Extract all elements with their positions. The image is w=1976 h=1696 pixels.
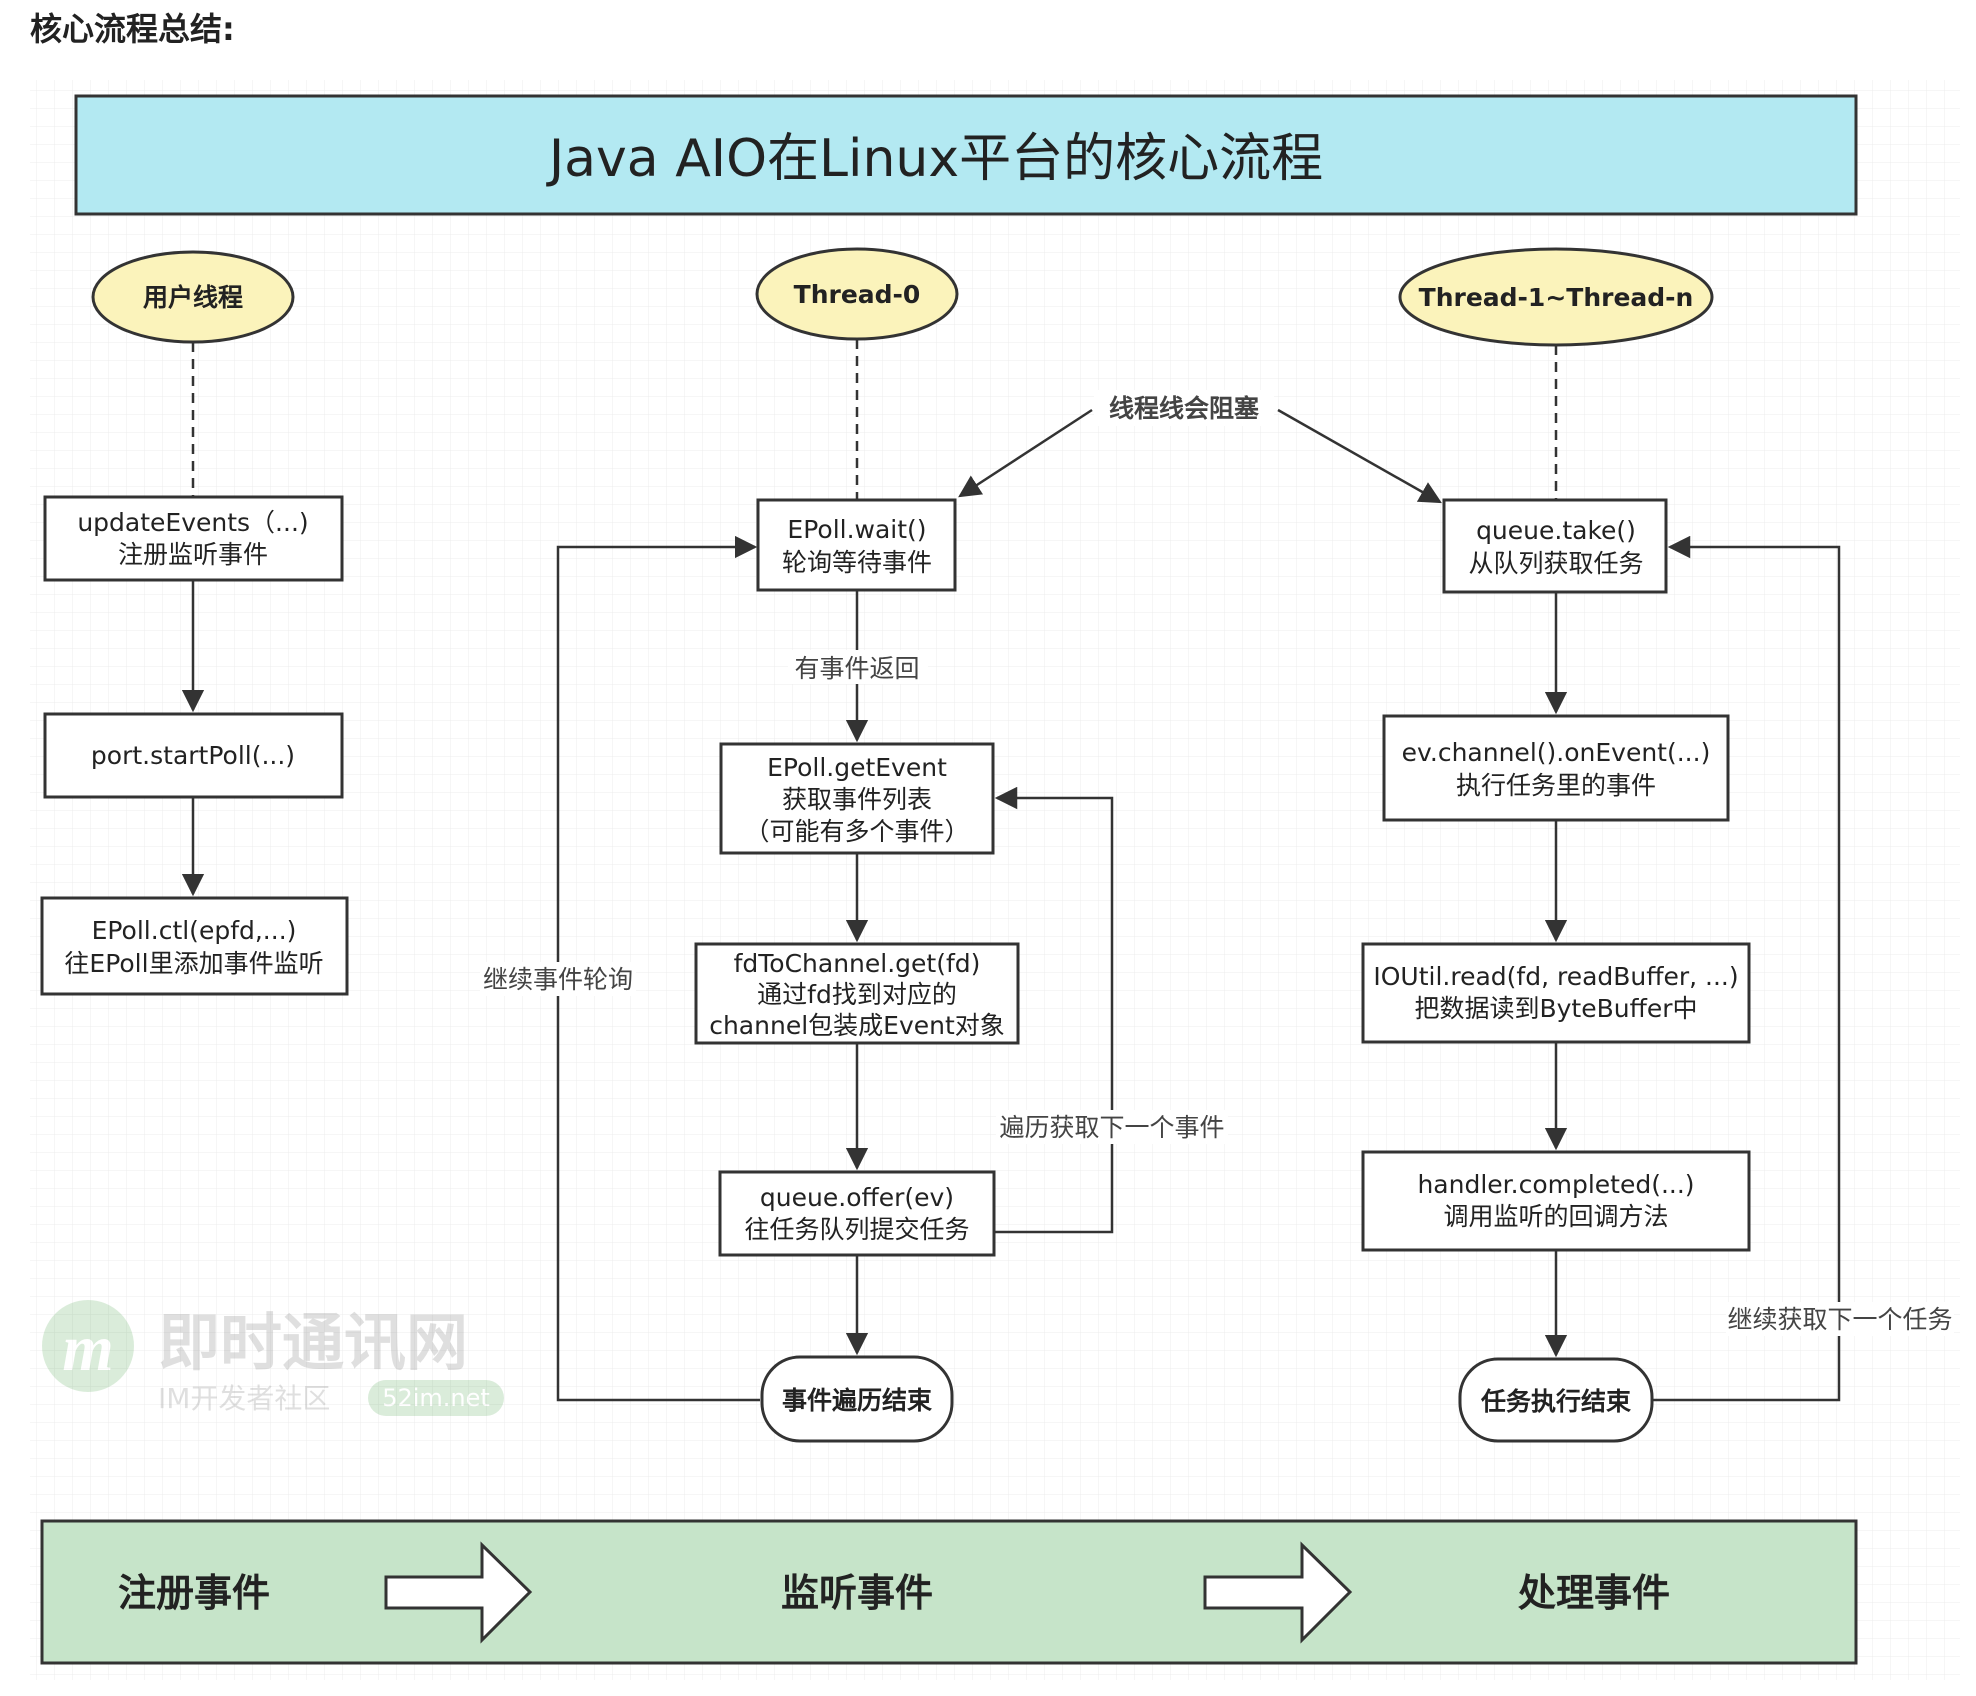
edge-label-continue-poll: 继续事件轮询 bbox=[483, 965, 633, 994]
svg-text:fdToChannel.get(fd): fdToChannel.get(fd) bbox=[734, 949, 981, 978]
svg-text:往EPoll里添加事件监听: 往EPoll里添加事件监听 bbox=[64, 949, 323, 978]
svg-text:ev.channel().onEvent(...): ev.channel().onEvent(...) bbox=[1402, 738, 1711, 767]
node-ioutil-read: IOUtil.read(fd, readBuffer, ...) 把数据读到By… bbox=[1361, 942, 1751, 1044]
lane-worker-threads: Thread-1~Thread-n bbox=[1398, 247, 1714, 347]
svg-text:任务执行结束: 任务执行结束 bbox=[1480, 1387, 1632, 1416]
svg-text:执行任务里的事件: 执行任务里的事件 bbox=[1456, 771, 1656, 800]
lane-threads-label: Thread-1~Thread-n bbox=[1419, 283, 1694, 312]
node-queue-take: queue.take() 从队列获取任务 bbox=[1442, 498, 1668, 594]
watermark-logo-glyph: m bbox=[62, 1312, 113, 1385]
svg-text:（可能有多个事件）: （可能有多个事件） bbox=[744, 817, 969, 846]
title-banner bbox=[74, 94, 1858, 216]
watermark-badge: 52im.net bbox=[382, 1384, 490, 1412]
stage-process: 处理事件 bbox=[1518, 1571, 1670, 1615]
lane-thread-0: Thread-0 bbox=[755, 247, 959, 341]
svg-text:轮询等待事件: 轮询等待事件 bbox=[782, 548, 932, 577]
svg-text:事件遍历结束: 事件遍历结束 bbox=[782, 1386, 933, 1415]
svg-text:注册监听事件: 注册监听事件 bbox=[118, 540, 268, 569]
svg-text:把数据读到ByteBuffer中: 把数据读到ByteBuffer中 bbox=[1414, 994, 1697, 1023]
svg-text:channel包装成Event对象: channel包装成Event对象 bbox=[709, 1011, 1005, 1040]
svg-text:获取事件列表: 获取事件列表 bbox=[782, 785, 932, 814]
node-epoll-wait: EPoll.wait() 轮询等待事件 bbox=[756, 498, 957, 592]
lane-user-label: 用户线程 bbox=[143, 283, 243, 312]
svg-text:handler.completed(...): handler.completed(...) bbox=[1417, 1170, 1694, 1199]
stage-arrow-1 bbox=[384, 1541, 533, 1644]
svg-text:EPoll.ctl(epfd,...): EPoll.ctl(epfd,...) bbox=[92, 916, 297, 945]
stage-register: 注册事件 bbox=[118, 1571, 270, 1615]
node-fd-to-channel: fdToChannel.get(fd) 通过fd找到对应的 channel包装成… bbox=[694, 942, 1020, 1045]
svg-text:往任务队列提交任务: 往任务队列提交任务 bbox=[744, 1215, 969, 1244]
node-update-events: updateEvents（...) 注册监听事件 bbox=[43, 495, 344, 582]
svg-text:port.startPoll(...): port.startPoll(...) bbox=[91, 741, 295, 770]
stage-arrow-2 bbox=[1203, 1541, 1353, 1644]
lane-user-thread: 用户线程 bbox=[91, 250, 295, 344]
node-queue-offer: queue.offer(ev) 往任务队列提交任务 bbox=[718, 1170, 996, 1257]
diagram-title: Java AIO在Linux平台的核心流程 bbox=[546, 129, 1323, 189]
watermark-main: 即时通讯网 bbox=[158, 1306, 468, 1379]
node-epoll-ctl: EPoll.ctl(epfd,...) 往EPoll里添加事件监听 bbox=[40, 896, 349, 996]
node-event-loop-end: 事件遍历结束 bbox=[760, 1355, 954, 1443]
svg-text:queue.offer(ev): queue.offer(ev) bbox=[760, 1183, 954, 1212]
svg-text:通过fd找到对应的: 通过fd找到对应的 bbox=[757, 980, 957, 1009]
svg-text:从队列获取任务: 从队列获取任务 bbox=[1468, 549, 1643, 578]
edge-label-next-event: 遍历获取下一个事件 bbox=[999, 1113, 1224, 1142]
node-on-event: ev.channel().onEvent(...) 执行任务里的事件 bbox=[1382, 714, 1730, 822]
node-handler-completed: handler.completed(...) 调用监听的回调方法 bbox=[1361, 1150, 1751, 1252]
edge-label-block: 线程线会阻塞 bbox=[1109, 394, 1259, 423]
watermark-logo bbox=[42, 1300, 134, 1392]
stage-listen: 监听事件 bbox=[781, 1571, 933, 1615]
edge-label-next-task: 继续获取下一个任务 bbox=[1727, 1305, 1952, 1334]
svg-text:updateEvents（...): updateEvents（...) bbox=[77, 508, 308, 537]
svg-text:调用监听的回调方法: 调用监听的回调方法 bbox=[1443, 1202, 1668, 1231]
node-epoll-get-event: EPoll.getEvent 获取事件列表 （可能有多个事件） bbox=[719, 742, 995, 855]
watermark-sub: IM开发者社区 bbox=[158, 1382, 330, 1415]
lane-thread0-label: Thread-0 bbox=[794, 280, 921, 309]
svg-text:EPoll.wait(): EPoll.wait() bbox=[787, 515, 926, 544]
node-start-poll: port.startPoll(...) bbox=[43, 712, 344, 799]
stages-band bbox=[40, 1519, 1858, 1665]
node-task-end: 任务执行结束 bbox=[1458, 1357, 1654, 1443]
watermark: m 即时通讯网 IM开发者社区 52im.net bbox=[42, 1300, 504, 1416]
svg-text:queue.take(): queue.take() bbox=[1476, 516, 1636, 545]
page-heading: 核心流程总结: bbox=[30, 10, 235, 48]
lifelines bbox=[191, 339, 1558, 500]
svg-text:IOUtil.read(fd, readBuffer, ..: IOUtil.read(fd, readBuffer, ...) bbox=[1373, 962, 1738, 991]
edge-label-has-event: 有事件返回 bbox=[794, 654, 919, 683]
svg-text:EPoll.getEvent: EPoll.getEvent bbox=[767, 753, 947, 782]
